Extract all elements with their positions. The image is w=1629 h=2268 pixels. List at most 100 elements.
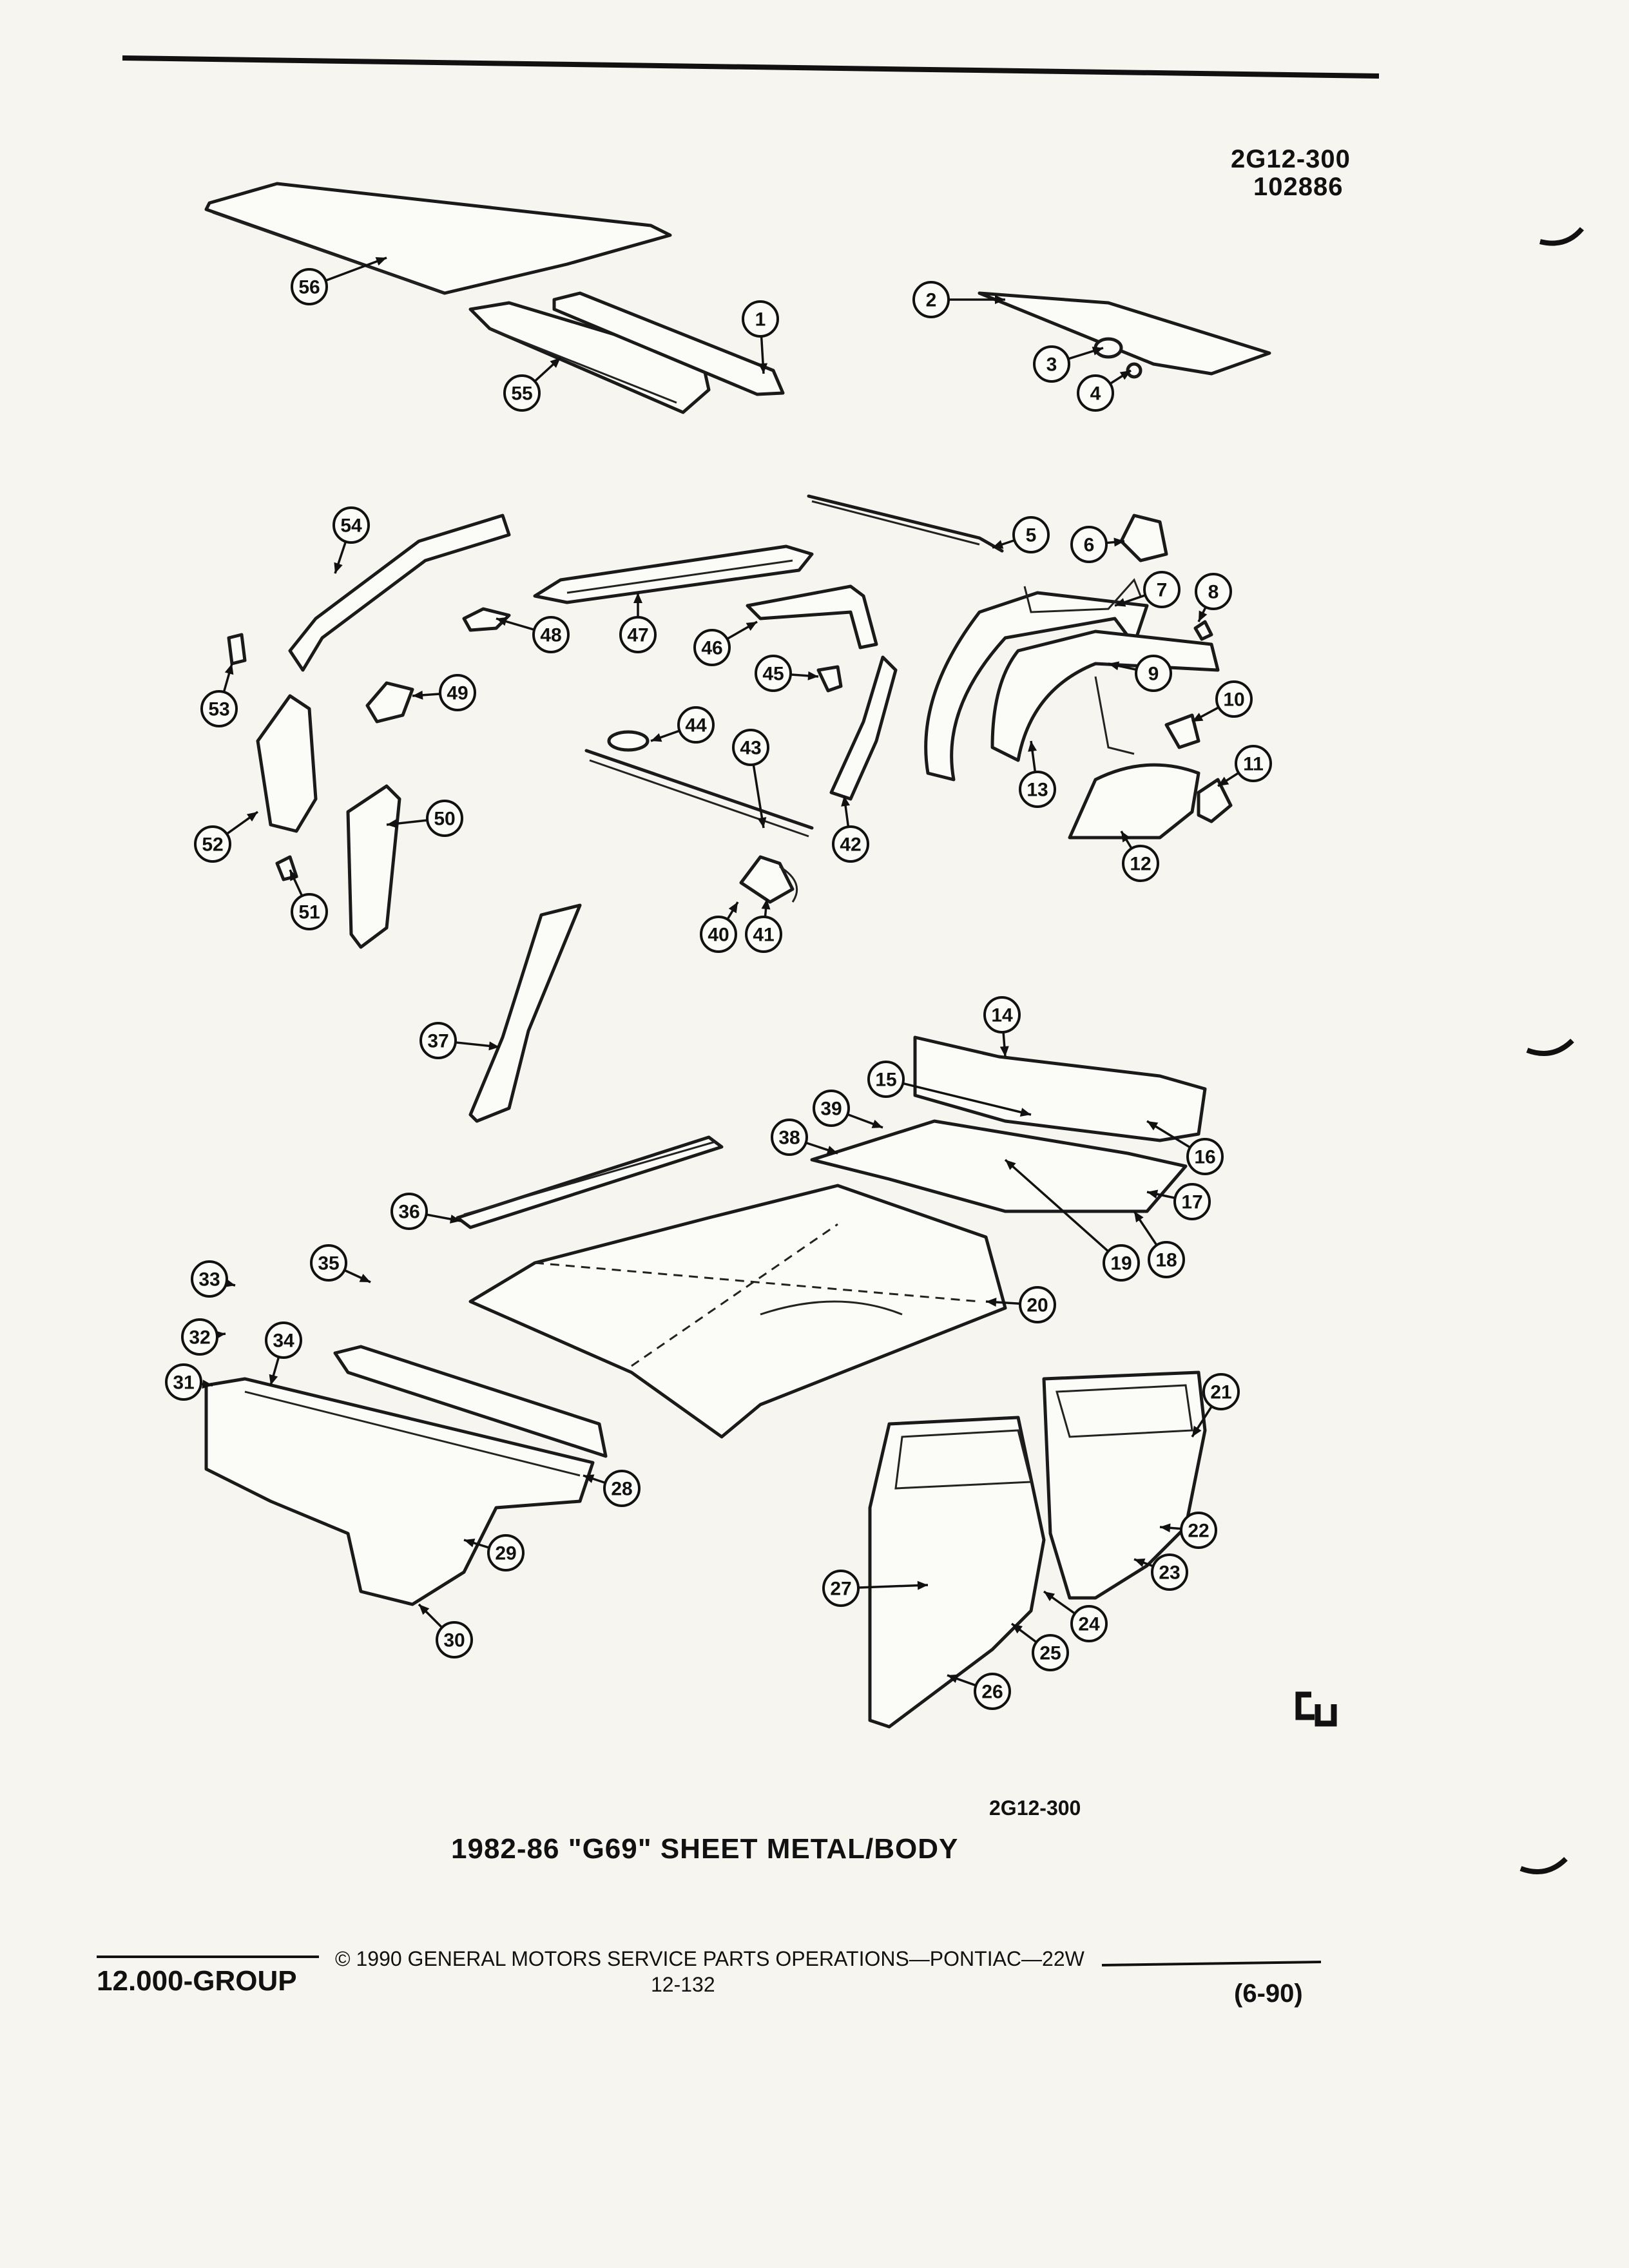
callout-arrowhead bbox=[1134, 1211, 1144, 1223]
callout-arrowhead bbox=[995, 295, 1005, 304]
callout-34: 34 bbox=[265, 1321, 302, 1386]
callout-circle bbox=[983, 996, 1021, 1033]
quarter-panel-bracket bbox=[1119, 514, 1168, 562]
callout-19: 19 bbox=[1004, 1158, 1140, 1282]
callout-circle bbox=[1033, 345, 1070, 383]
callout-circle bbox=[822, 1570, 860, 1607]
callout-6: 6 bbox=[1070, 526, 1125, 563]
callout-arrowhead bbox=[1199, 610, 1208, 622]
callout-number: 21 bbox=[1210, 1382, 1231, 1403]
callout-leader bbox=[858, 1584, 929, 1589]
callout-17: 17 bbox=[1146, 1183, 1211, 1220]
callout-39: 39 bbox=[813, 1090, 883, 1129]
callout-circle bbox=[603, 1470, 641, 1507]
callout-number: 39 bbox=[820, 1099, 842, 1120]
callout-arrowhead bbox=[583, 1474, 595, 1483]
footer-rule-right bbox=[1101, 1961, 1322, 1966]
roof-molding bbox=[584, 730, 814, 838]
callout-arrowhead bbox=[1218, 776, 1229, 786]
callout-7: 7 bbox=[1114, 571, 1181, 608]
callout-circle bbox=[1173, 1183, 1211, 1220]
callout-48: 48 bbox=[496, 616, 570, 653]
callout-arrowhead bbox=[917, 1581, 928, 1590]
drip-molding bbox=[807, 494, 1004, 553]
windshield-header bbox=[533, 544, 814, 604]
callout-circle bbox=[742, 300, 779, 338]
callout-number: 20 bbox=[1027, 1295, 1048, 1316]
callout-49: 49 bbox=[412, 674, 476, 711]
callout-14: 14 bbox=[983, 996, 1021, 1057]
callout-circle bbox=[436, 1621, 473, 1658]
scan-mark bbox=[1539, 227, 1585, 246]
lock-pillar-parts bbox=[739, 855, 798, 904]
callout-leader bbox=[1004, 1158, 1109, 1252]
callout-arrowhead bbox=[871, 1119, 883, 1128]
callout-circle bbox=[532, 616, 570, 653]
callout-31: 31 bbox=[165, 1363, 213, 1401]
rear-floor-pan bbox=[810, 1035, 1207, 1213]
caption-code: 2G12-300 bbox=[989, 1796, 1081, 1820]
callout-arrowhead bbox=[334, 562, 343, 573]
callout-38: 38 bbox=[771, 1119, 838, 1156]
callout-arrowhead bbox=[419, 1604, 430, 1615]
wheelhouse-liner bbox=[1068, 763, 1200, 840]
callout-36: 36 bbox=[390, 1193, 461, 1230]
callout-leader bbox=[752, 765, 765, 829]
callout-circle bbox=[390, 1193, 428, 1230]
callout-number: 35 bbox=[318, 1253, 339, 1274]
side-door-front bbox=[868, 1416, 1046, 1729]
callout-arrowhead bbox=[1019, 1108, 1031, 1117]
callout-9: 9 bbox=[1108, 655, 1172, 692]
callout-number: 7 bbox=[1157, 580, 1168, 601]
callout-number: 28 bbox=[611, 1479, 632, 1500]
page-number: 12-132 bbox=[651, 1973, 715, 1996]
callout-arrowhead bbox=[269, 1374, 278, 1385]
callout-number: 44 bbox=[685, 715, 707, 736]
callout-circle bbox=[1070, 526, 1108, 563]
callout-5: 5 bbox=[992, 516, 1050, 553]
scan-mark bbox=[1519, 1857, 1568, 1874]
door-frame-rear bbox=[746, 584, 898, 801]
callout-arrowhead bbox=[1108, 661, 1120, 671]
callout-number: 55 bbox=[511, 383, 532, 405]
callout-43: 43 bbox=[732, 729, 769, 829]
callout-number: 32 bbox=[189, 1327, 210, 1349]
callout-circle bbox=[755, 655, 792, 692]
callout-15: 15 bbox=[867, 1061, 1032, 1117]
callout-number: 42 bbox=[840, 834, 861, 856]
callout-24: 24 bbox=[1043, 1590, 1108, 1642]
callout-1: 1 bbox=[742, 300, 779, 374]
callout-number: 29 bbox=[495, 1543, 516, 1564]
callout-circle bbox=[1235, 745, 1272, 782]
callout-number: 3 bbox=[1046, 354, 1057, 376]
callout-circle bbox=[1070, 1605, 1108, 1642]
callout-number: 4 bbox=[1090, 383, 1101, 405]
cowl-panel bbox=[333, 1345, 608, 1458]
callout-27: 27 bbox=[822, 1570, 929, 1607]
callout-circle bbox=[1180, 1512, 1217, 1549]
callout-37: 37 bbox=[419, 1022, 500, 1059]
side-door-rear bbox=[1042, 1370, 1207, 1600]
callout-number: 1 bbox=[755, 309, 766, 331]
callout-circle bbox=[1186, 1138, 1224, 1175]
callout-circle bbox=[813, 1090, 850, 1127]
callout-54: 54 bbox=[333, 506, 370, 574]
dash-panel bbox=[204, 1377, 595, 1606]
rocker-panel bbox=[456, 1135, 724, 1229]
callout-circle bbox=[191, 1260, 228, 1298]
callout-number: 33 bbox=[198, 1269, 220, 1291]
callout-arrowhead bbox=[290, 870, 299, 881]
callout-arrowhead bbox=[1115, 598, 1126, 607]
callout-circle bbox=[439, 674, 476, 711]
callout-number: 53 bbox=[208, 699, 229, 720]
callout-number: 2 bbox=[926, 290, 937, 311]
windshield-frame-upper bbox=[288, 514, 511, 672]
callout-circle bbox=[503, 374, 541, 412]
group-label: 12.000-GROUP bbox=[97, 1965, 297, 1997]
callout-circle bbox=[487, 1534, 525, 1571]
callout-arrowhead bbox=[1192, 713, 1204, 722]
callout-3: 3 bbox=[1033, 345, 1104, 383]
callout-circle bbox=[1148, 1241, 1185, 1278]
callout-arrowhead bbox=[986, 1298, 997, 1307]
callout-number: 23 bbox=[1159, 1562, 1180, 1584]
